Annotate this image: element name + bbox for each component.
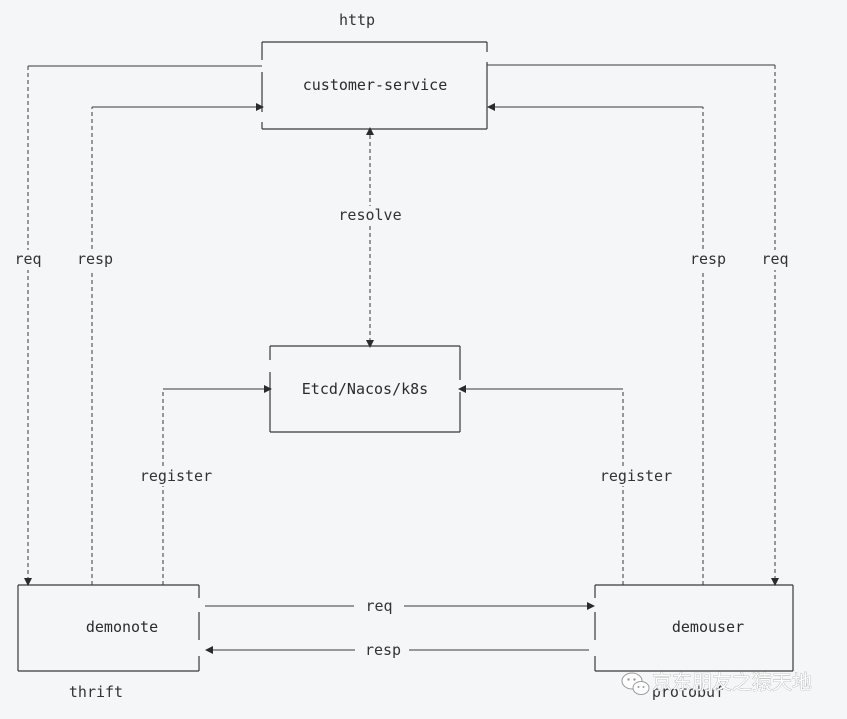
- arrow-down-icon: [24, 578, 32, 586]
- right-req-label: req: [761, 250, 788, 268]
- arrow-left-icon: [487, 103, 495, 111]
- register-right-label: register: [600, 467, 672, 485]
- arrow-down-icon: [771, 578, 779, 586]
- arrow-left-icon: [458, 385, 466, 393]
- arrow-right-icon: [264, 385, 272, 393]
- demonote-label: demonote: [86, 618, 158, 636]
- left-resp-label: resp: [77, 250, 113, 268]
- edge-right-req: req: [487, 64, 793, 586]
- node-registry: Etcd/Nacos/k8s: [269, 345, 461, 433]
- node-customer-service: customer-service: [261, 41, 488, 130]
- arrow-right-icon: [256, 103, 264, 111]
- edge-left-resp: resp: [72, 103, 264, 585]
- edge-resolve: resolve: [334, 127, 408, 348]
- right-resp-label: resp: [690, 250, 726, 268]
- edge-right-resp: resp: [487, 103, 726, 585]
- protocol-protobuf-label: protobuf: [652, 683, 724, 701]
- arrow-down-icon: [366, 340, 374, 348]
- arrow-right-icon: [587, 602, 595, 610]
- registry-label: Etcd/Nacos/k8s: [302, 380, 428, 398]
- protocol-http-label: http: [339, 11, 375, 29]
- edge-bottom-resp: resp: [205, 640, 589, 660]
- watermark: 京东朋友之猿天地: [621, 670, 812, 695]
- left-req-label: req: [14, 250, 41, 268]
- bottom-req-label: req: [365, 597, 392, 615]
- node-demonote: demonote: [17, 584, 200, 672]
- bottom-resp-label: resp: [365, 641, 401, 659]
- edge-bottom-req: req: [205, 597, 595, 617]
- watermark-text: 京东朋友之猿天地: [652, 670, 812, 694]
- customer-service-label: customer-service: [303, 76, 448, 94]
- register-left-label: register: [140, 467, 212, 485]
- wechat-icon: [621, 672, 650, 695]
- resolve-label: resolve: [338, 206, 401, 224]
- edge-left-req: req: [10, 65, 262, 586]
- protocol-thrift-label: thrift: [69, 683, 123, 701]
- edge-register-left: register: [134, 385, 272, 585]
- node-demouser: demouser: [594, 584, 794, 672]
- demouser-label: demouser: [672, 618, 744, 636]
- arrow-left-icon: [205, 646, 213, 654]
- arrow-up-icon: [366, 127, 374, 135]
- edge-register-right: register: [458, 385, 678, 585]
